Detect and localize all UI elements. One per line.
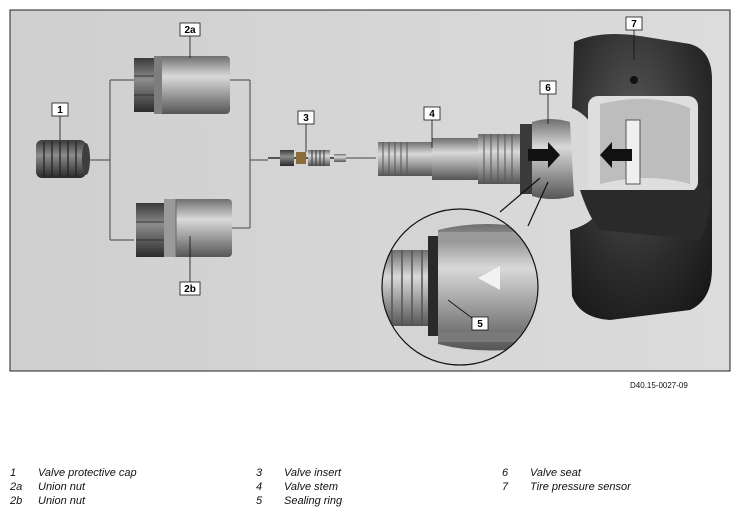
- legend-item: 1 Valve protective cap: [10, 466, 137, 480]
- svg-text:4: 4: [429, 109, 435, 120]
- legend-item: 4 Valve stem: [256, 480, 342, 494]
- legend-label: Valve insert: [284, 467, 342, 479]
- legend-label: Union nut: [38, 481, 86, 493]
- valve-protective-cap: [36, 140, 90, 178]
- callout-4: 4: [423, 106, 441, 121]
- callout-7: 7: [625, 16, 643, 31]
- legend-number: 2b: [10, 495, 23, 507]
- svg-text:6: 6: [545, 83, 551, 94]
- legend-number: 1: [10, 467, 17, 479]
- reference-code: D40.15-0027-09: [630, 381, 688, 390]
- legend-label: Union nut: [38, 495, 86, 507]
- tire-pressure-sensor: [570, 34, 712, 320]
- callout-leaders: [59, 30, 635, 319]
- legend-item: 2a Union nut: [10, 480, 137, 494]
- legend-item: 2b Union nut: [10, 494, 137, 508]
- legend-label: Sealing ring: [284, 495, 343, 507]
- zoom-detail: [381, 177, 549, 366]
- union-nut-2a: [134, 56, 230, 114]
- direction-arrows: [528, 142, 632, 168]
- legend-column-2: 3 Valve insert 4 Valve stem 5 Sealing ring: [256, 466, 342, 508]
- legend-item: 7 Tire pressure sensor: [502, 480, 631, 494]
- svg-text:2a: 2a: [184, 25, 196, 36]
- legend-label: Valve stem: [284, 481, 339, 493]
- callout-5: 5: [471, 316, 489, 331]
- legend-label: Valve seat: [530, 467, 581, 479]
- union-nut-2b: [136, 199, 232, 257]
- svg-text:1: 1: [57, 105, 63, 116]
- legend-number: 2a: [10, 481, 23, 493]
- legend-item: 5 Sealing ring: [256, 494, 342, 508]
- legend-number: 5: [256, 495, 263, 507]
- svg-text:2b: 2b: [184, 284, 196, 295]
- legend-item: 6 Valve seat: [502, 466, 631, 480]
- valve-insert: [268, 150, 346, 166]
- legend-column-3: 6 Valve seat 7 Tire pressure sensor: [502, 466, 631, 494]
- callout-1: 1: [51, 102, 69, 117]
- legend-number: 6: [502, 467, 509, 479]
- svg-text:7: 7: [631, 19, 637, 30]
- legend-label: Valve protective cap: [38, 467, 137, 479]
- callout-6: 6: [539, 80, 557, 95]
- callouts: 1 2a 2b 3 4 5 6 7: [51, 16, 643, 331]
- svg-text:5: 5: [477, 319, 483, 330]
- valve-stem: [378, 134, 524, 184]
- legend-label: Tire pressure sensor: [530, 481, 631, 493]
- legend-number: 7: [502, 481, 509, 493]
- callout-2b: 2b: [179, 281, 201, 296]
- svg-text:3: 3: [303, 113, 309, 124]
- callout-3: 3: [297, 110, 315, 125]
- callout-2a: 2a: [179, 22, 201, 37]
- legend-number: 4: [256, 481, 263, 493]
- exploded-diagram: 1 2a 2b 3 4 5 6 7: [9, 9, 731, 372]
- legend-number: 3: [256, 467, 263, 479]
- legend-item: 3 Valve insert: [256, 466, 342, 480]
